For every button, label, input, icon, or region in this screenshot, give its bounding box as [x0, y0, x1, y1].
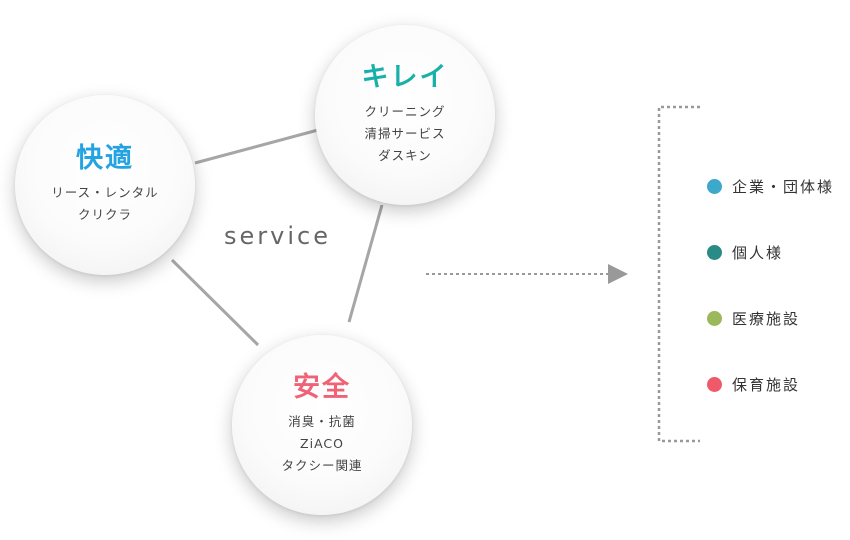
circle-clean-title: キレイ [361, 61, 449, 93]
circle-clean: キレイ クリーニング 清掃サービス ダスキン [315, 25, 495, 205]
circle-comfort: 快適 リース・レンタル クリクラ [15, 95, 195, 275]
target-item-individual: 個人様 [707, 236, 834, 268]
circle-clean-item: 清掃サービス [364, 125, 446, 141]
circle-safety-item: ZiACO [300, 435, 344, 451]
circle-comfort-item: リース・レンタル [51, 184, 159, 200]
target-label: 個人様 [732, 243, 784, 262]
connector-clean-safety [347, 204, 384, 323]
circle-comfort-item: クリクラ [77, 206, 132, 222]
target-label: 企業・団体様 [732, 177, 835, 196]
circle-safety-item: タクシー関連 [281, 457, 363, 473]
circle-safety: 安全 消臭・抗菌 ZiACO タクシー関連 [232, 335, 412, 515]
circle-clean-item: クリーニング [364, 103, 446, 119]
target-dot-icon [707, 178, 722, 194]
connector-comfort-safety [170, 258, 260, 347]
target-list: 企業・団体様 個人様 医療施設 保育施設 [707, 170, 834, 434]
connector-comfort-clean [194, 128, 319, 165]
target-dot-icon [707, 310, 722, 326]
target-item-corporate: 企業・団体様 [707, 170, 834, 202]
circle-safety-item: 消臭・抗菌 [288, 413, 356, 429]
circle-safety-title: 安全 [293, 371, 351, 403]
arrow-head-icon [608, 264, 628, 284]
service-label: service [224, 222, 331, 250]
target-item-childcare: 保育施設 [707, 368, 834, 400]
target-label: 保育施設 [732, 375, 801, 394]
target-label: 医療施設 [732, 309, 801, 328]
target-dot-icon [707, 376, 722, 392]
target-item-medical: 医療施設 [707, 302, 834, 334]
target-dot-icon [707, 244, 722, 260]
circle-comfort-title: 快適 [76, 142, 134, 174]
dotted-bracket [657, 105, 700, 443]
circle-clean-item: ダスキン [378, 147, 432, 163]
